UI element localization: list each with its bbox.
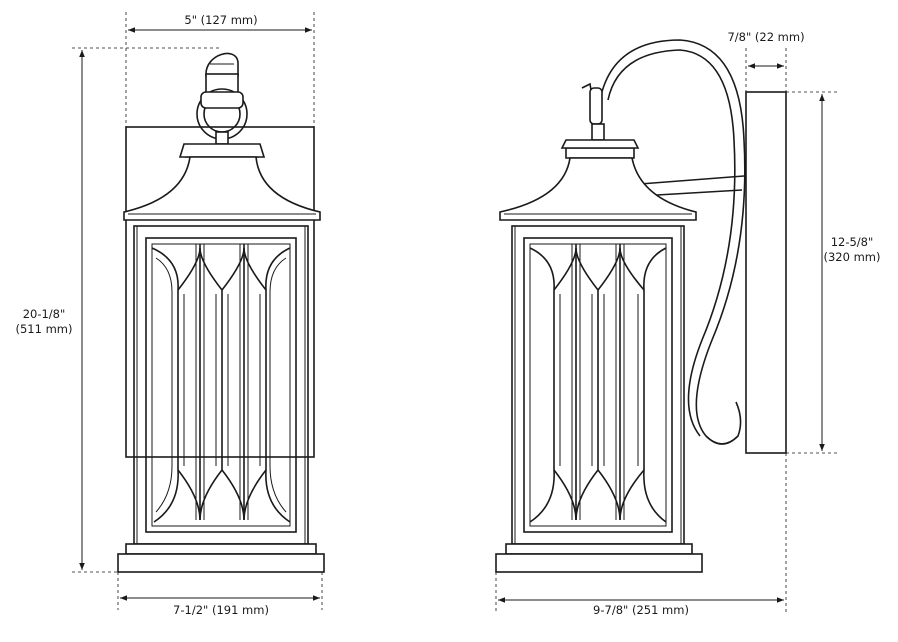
side-body	[511, 225, 685, 545]
front-base	[117, 543, 325, 573]
front-hanger	[196, 52, 248, 145]
top-width-label: 5" (127 mm)	[184, 13, 257, 27]
dimension-lines	[72, 12, 840, 612]
side-hook	[581, 82, 605, 141]
projection-label: 9-7/8" (251 mm)	[593, 603, 689, 617]
backplate-depth-label: 7/8" (22 mm)	[727, 30, 804, 44]
height-mm-label: (511 mm)	[16, 322, 73, 336]
front-view	[117, 52, 325, 573]
backplate-height-inch-label: 12-5/8"	[831, 235, 874, 249]
front-body	[133, 225, 309, 545]
side-arm	[599, 39, 746, 445]
front-roof	[123, 143, 321, 221]
side-view	[495, 39, 787, 573]
front-backplate	[125, 126, 315, 458]
side-roof	[499, 139, 697, 221]
base-width-label: 7-1/2" (191 mm)	[173, 603, 269, 617]
side-backplate	[745, 91, 787, 454]
height-inch-label: 20-1/8"	[23, 307, 66, 321]
backplate-height-mm-label: (320 mm)	[824, 250, 881, 264]
side-base	[495, 543, 703, 573]
